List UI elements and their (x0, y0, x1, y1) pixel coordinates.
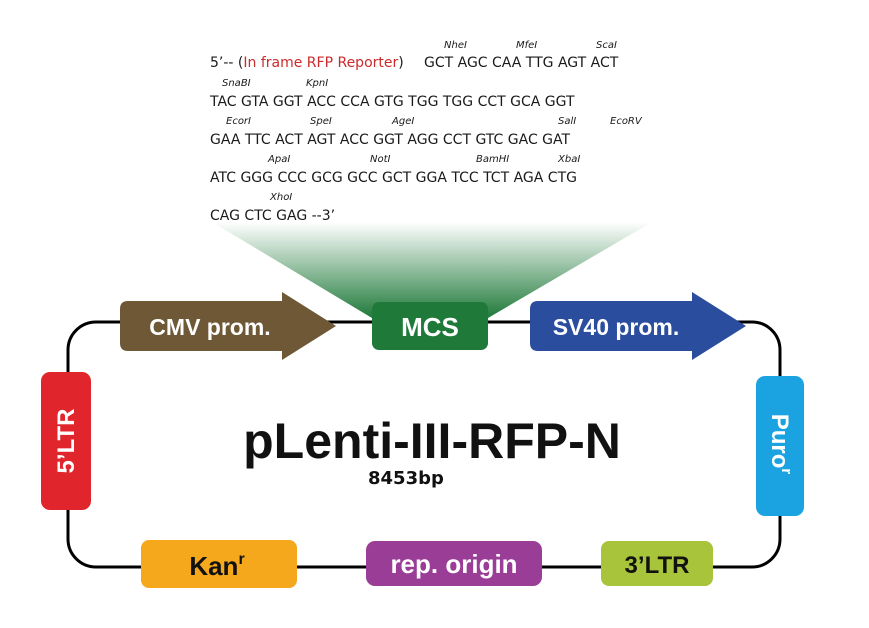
rep-origin-label: rep. origin (390, 549, 517, 579)
site-label: MfeI (516, 40, 537, 51)
site-label: BamHI (476, 154, 509, 165)
site-label: AgeI (391, 116, 414, 127)
puro-superscript: r (778, 468, 795, 474)
rep-origin-box: rep. origin (366, 541, 542, 586)
site-label: XbaI (557, 154, 580, 165)
sequence-prefix: 5’-- (In frame RFP Reporter) (210, 55, 404, 71)
mcs-label: MCS (401, 312, 459, 342)
site-label: NotI (370, 154, 391, 165)
site-label: XhoI (269, 192, 292, 203)
sequence-row-2: TAC GTA GGT ACC CCA GTG TGG TGG CCT GCA … (209, 94, 575, 110)
kan-superscript: r (238, 551, 244, 568)
plasmid-size: 8453bp (368, 468, 444, 489)
reporter-label: In frame RFP Reporter (243, 55, 398, 71)
mcs-expansion-fan (212, 222, 652, 318)
ltr5-label: 5’LTR (53, 409, 80, 474)
site-label: SnaBI (222, 78, 251, 89)
site-label: EcoRV (610, 116, 643, 127)
sequence-row-3: GAA TTC ACT AGT ACC GGT AGG CCT GTC GAC … (210, 132, 571, 148)
mcs-box: MCS (372, 302, 488, 350)
sv40-promoter-arrow: SV40 prom. (530, 292, 746, 360)
kan-label: Kanr (189, 551, 244, 581)
site-label: NheI (444, 40, 467, 51)
site-label: ApaI (267, 154, 290, 165)
puro-box: Puror (756, 376, 804, 516)
site-label: SpeI (310, 116, 332, 127)
ltr3-label: 3’LTR (625, 552, 690, 579)
plasmid-title: pLenti-III-RFP-N (243, 413, 621, 469)
mcs-sequence: 5’-- (In frame RFP Reporter) GCT AGC CAA… (209, 40, 643, 224)
site-label: SalI (558, 116, 576, 127)
cmv-label: CMV prom. (149, 314, 270, 340)
sequence-row-1: GCT AGC CAA TTG AGT ACT (424, 55, 619, 71)
puro-label: Puror (766, 414, 795, 475)
sequence-row-4: ATC GGG CCC GCG GCC GCT GGA TCC TCT AGA … (210, 170, 577, 186)
site-label: KpnI (306, 78, 328, 89)
site-label: EcorI (226, 116, 251, 127)
ltr3-box: 3’LTR (601, 541, 713, 586)
site-label: ScaI (596, 40, 617, 51)
sequence-row-5: CAG CTC GAG --3’ (210, 208, 335, 224)
kan-box: Kanr (141, 540, 297, 588)
sv40-label: SV40 prom. (553, 314, 680, 340)
cmv-promoter-arrow: CMV prom. (120, 292, 336, 360)
ltr5-box: 5’LTR (41, 372, 91, 510)
